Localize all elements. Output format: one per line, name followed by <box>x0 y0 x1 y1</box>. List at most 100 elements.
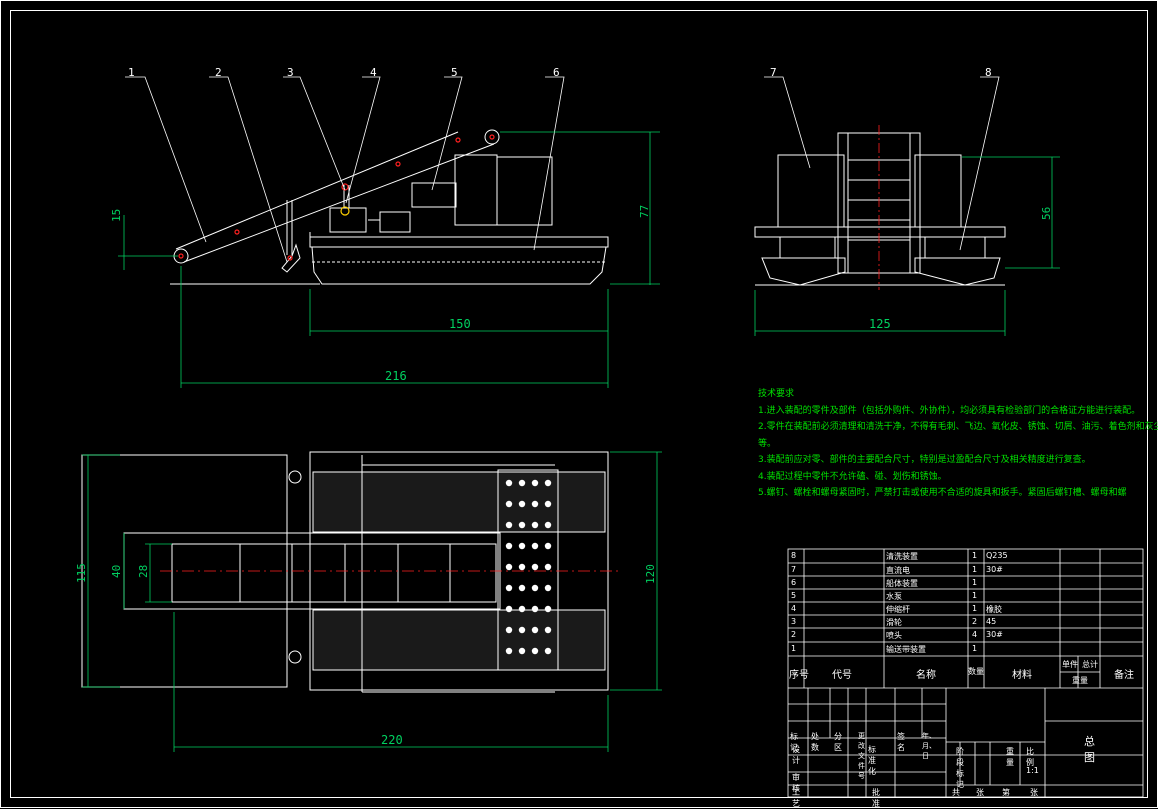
inner-frame <box>10 10 1148 798</box>
conveyor-upper-edge <box>175 131 459 250</box>
dim-15: 15 <box>110 208 123 222</box>
cleaning-hole <box>518 626 526 634</box>
dim-216: 216 <box>385 369 407 383</box>
callout-6: 6 <box>553 66 560 79</box>
cleaning-hole <box>531 542 539 550</box>
tb-design: 设计 <box>792 745 800 765</box>
tb-zone: 分区 <box>834 732 842 752</box>
top-view <box>81 451 609 693</box>
tech-notes-title: 技术要求 <box>758 389 795 399</box>
tb-page: 第 <box>1002 788 1010 797</box>
cleaning-hole <box>544 479 552 487</box>
cleaning-hole <box>518 542 526 550</box>
parts-cell-qty: 2 <box>972 617 978 626</box>
header-single: 单件 <box>1062 660 1078 669</box>
parts-cell-qty: 1 <box>972 591 978 600</box>
cleaning-hole <box>531 563 539 571</box>
tech-note-line: 5.螺钉、螺栓和螺母紧固时，严禁打击或使用不合适的旋具和扳手。紧固后螺钉槽、螺母… <box>758 488 1127 498</box>
parts-cell-name: 清洗装置 <box>886 552 918 561</box>
cleaning-hole <box>505 542 513 550</box>
header-remark: 备注 <box>1114 670 1134 681</box>
parts-cell-no: 7 <box>791 565 797 574</box>
parts-cell-qty: 1 <box>972 604 978 613</box>
parts-cell-material: 30# <box>986 630 1003 639</box>
conveyor-rear-pulley <box>484 129 500 145</box>
parts-cell-no: 3 <box>791 617 797 626</box>
tb-page-sheet: 张 <box>1030 788 1038 797</box>
parts-cell-material: 45 <box>986 617 997 626</box>
side-view <box>170 129 609 285</box>
parts-header: 序号 代号 名称 数量 材料 单件 总计 重量 备注 <box>788 656 1143 688</box>
parts-cell-no: 5 <box>791 591 797 600</box>
drawing-name: 总图 <box>1084 735 1095 764</box>
parts-row: 3 滑轮 2 45 <box>788 617 1143 629</box>
dim-28: 28 <box>137 564 150 578</box>
cleaning-hole <box>518 479 526 487</box>
cleaning-hole <box>505 626 513 634</box>
cleaning-hole <box>505 647 513 655</box>
cleaning-hole <box>544 647 552 655</box>
cleaning-hole <box>544 563 552 571</box>
parts-cell-no: 8 <box>791 551 797 560</box>
header-weight: 重量 <box>1072 676 1088 685</box>
callout-5: 5 <box>451 66 458 79</box>
tb-scale: 比例 <box>1026 747 1034 767</box>
cleaning-hole <box>505 563 513 571</box>
parts-cell-name: 直流电 <box>886 566 910 575</box>
parts-cell-qty: 4 <box>972 630 978 639</box>
header-code: 代号 <box>832 670 852 681</box>
parts-cell-no: 6 <box>791 578 797 587</box>
header-no: 序号 <box>789 670 809 681</box>
cleaning-hole <box>505 605 513 613</box>
tb-scale-value: 1:1 <box>1026 766 1039 775</box>
header-qty: 数量 <box>968 667 984 676</box>
parts-cell-name: 输送带装置 <box>886 645 926 654</box>
cleaning-hole <box>531 500 539 508</box>
nozzle <box>281 243 301 273</box>
dim-150: 150 <box>449 317 471 331</box>
cleaning-hole <box>518 605 526 613</box>
tb-total-sheets: 共 <box>952 788 960 797</box>
cleaning-hole <box>518 521 526 529</box>
tb-signature: 签名 <box>897 732 905 752</box>
parts-cell-name: 船体装置 <box>886 579 918 588</box>
conveyor-lower-edge <box>183 143 495 263</box>
tech-note-line: 4.装配过程中零件不允许磕、碰、划伤和锈蚀。 <box>758 471 947 482</box>
side-view-dimensions <box>118 131 660 388</box>
tb-change-doc: 更改文件号 <box>858 732 865 780</box>
parts-cell-name: 伸缩杆 <box>886 605 910 614</box>
front-view-leaders <box>764 76 1000 251</box>
cleaning-hole <box>518 563 526 571</box>
cleaning-hole <box>518 584 526 592</box>
front-left-hull <box>761 257 846 286</box>
cleaning-hole <box>544 500 552 508</box>
tb-stage-mark: 阶段标记 <box>956 747 964 789</box>
parts-cell-qty: 1 <box>972 565 978 574</box>
parts-cell-name: 滑轮 <box>886 618 902 627</box>
top-view-dimensions <box>82 451 662 752</box>
dim-220: 220 <box>381 733 403 747</box>
tb-date: 年、月、日 <box>922 732 936 760</box>
cleaning-hole <box>518 647 526 655</box>
front-right-hull <box>914 257 1001 286</box>
parts-cell-material: Q235 <box>986 551 1008 560</box>
tb-approve: 批准 <box>872 788 880 808</box>
title-block-lines <box>787 548 1144 798</box>
header-name: 名称 <box>916 670 936 681</box>
dim-125: 125 <box>869 317 891 331</box>
cleaning-hole <box>531 521 539 529</box>
cleaning-hole <box>544 584 552 592</box>
dim-40: 40 <box>110 564 123 578</box>
tech-note-line: 3.装配前应对零、部件的主要配合尺寸，特别是过盈配合尺寸及相关精度进行复查。 <box>758 455 1091 465</box>
callout-3: 3 <box>287 66 294 79</box>
dim-120: 120 <box>644 564 657 584</box>
callout-4: 4 <box>370 66 377 79</box>
tech-note-line: 等。 <box>758 438 777 449</box>
dim-115: 115 <box>75 563 88 583</box>
